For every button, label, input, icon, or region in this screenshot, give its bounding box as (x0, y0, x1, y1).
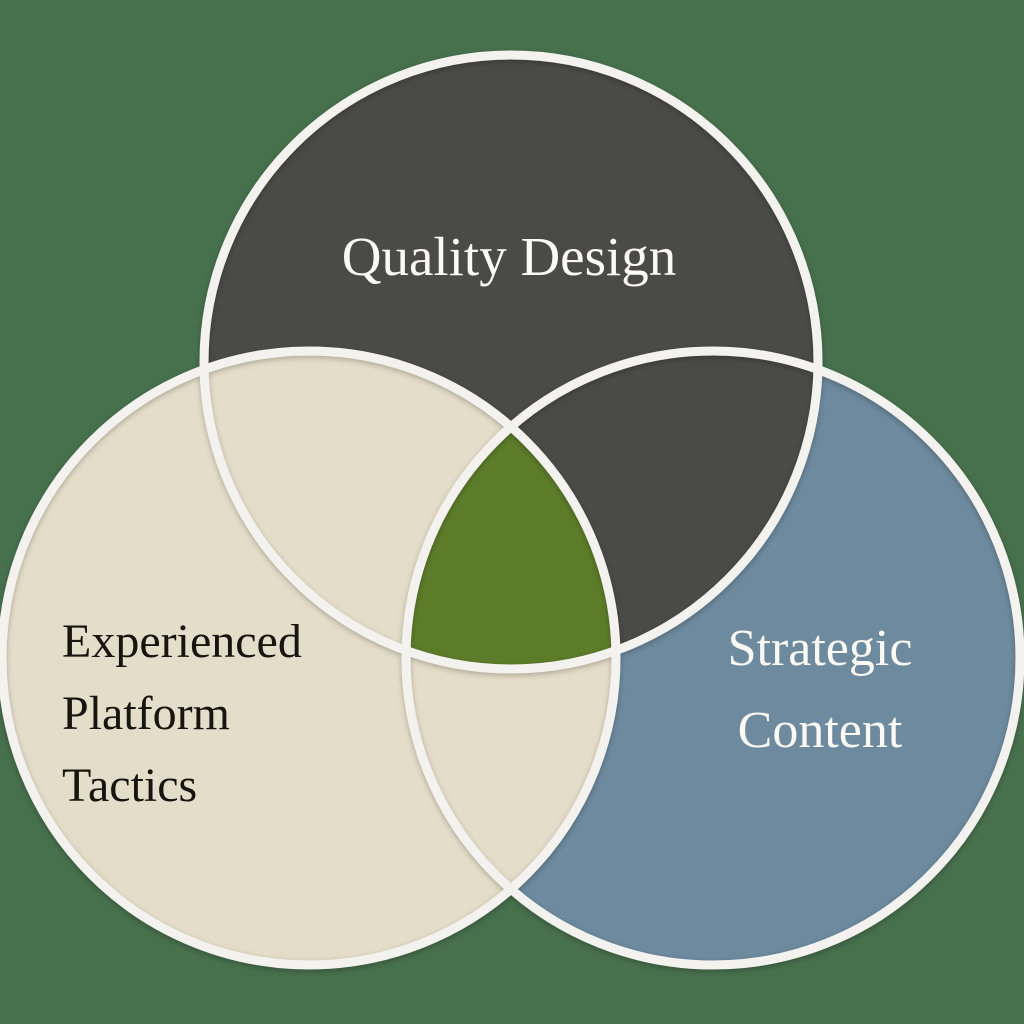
outline-top-circle (199, 50, 823, 674)
triple-intersection-region (406, 351, 616, 669)
circle-outlines (0, 50, 1024, 970)
outline-left-circle (0, 346, 621, 970)
label-experienced-platform-tactics: Experienced Platform Tactics (62, 615, 302, 812)
label-strategic-content: Strategic Content (727, 620, 913, 759)
outline-right-circle (401, 346, 1024, 970)
label-quality-design: Quality Design (341, 226, 677, 287)
